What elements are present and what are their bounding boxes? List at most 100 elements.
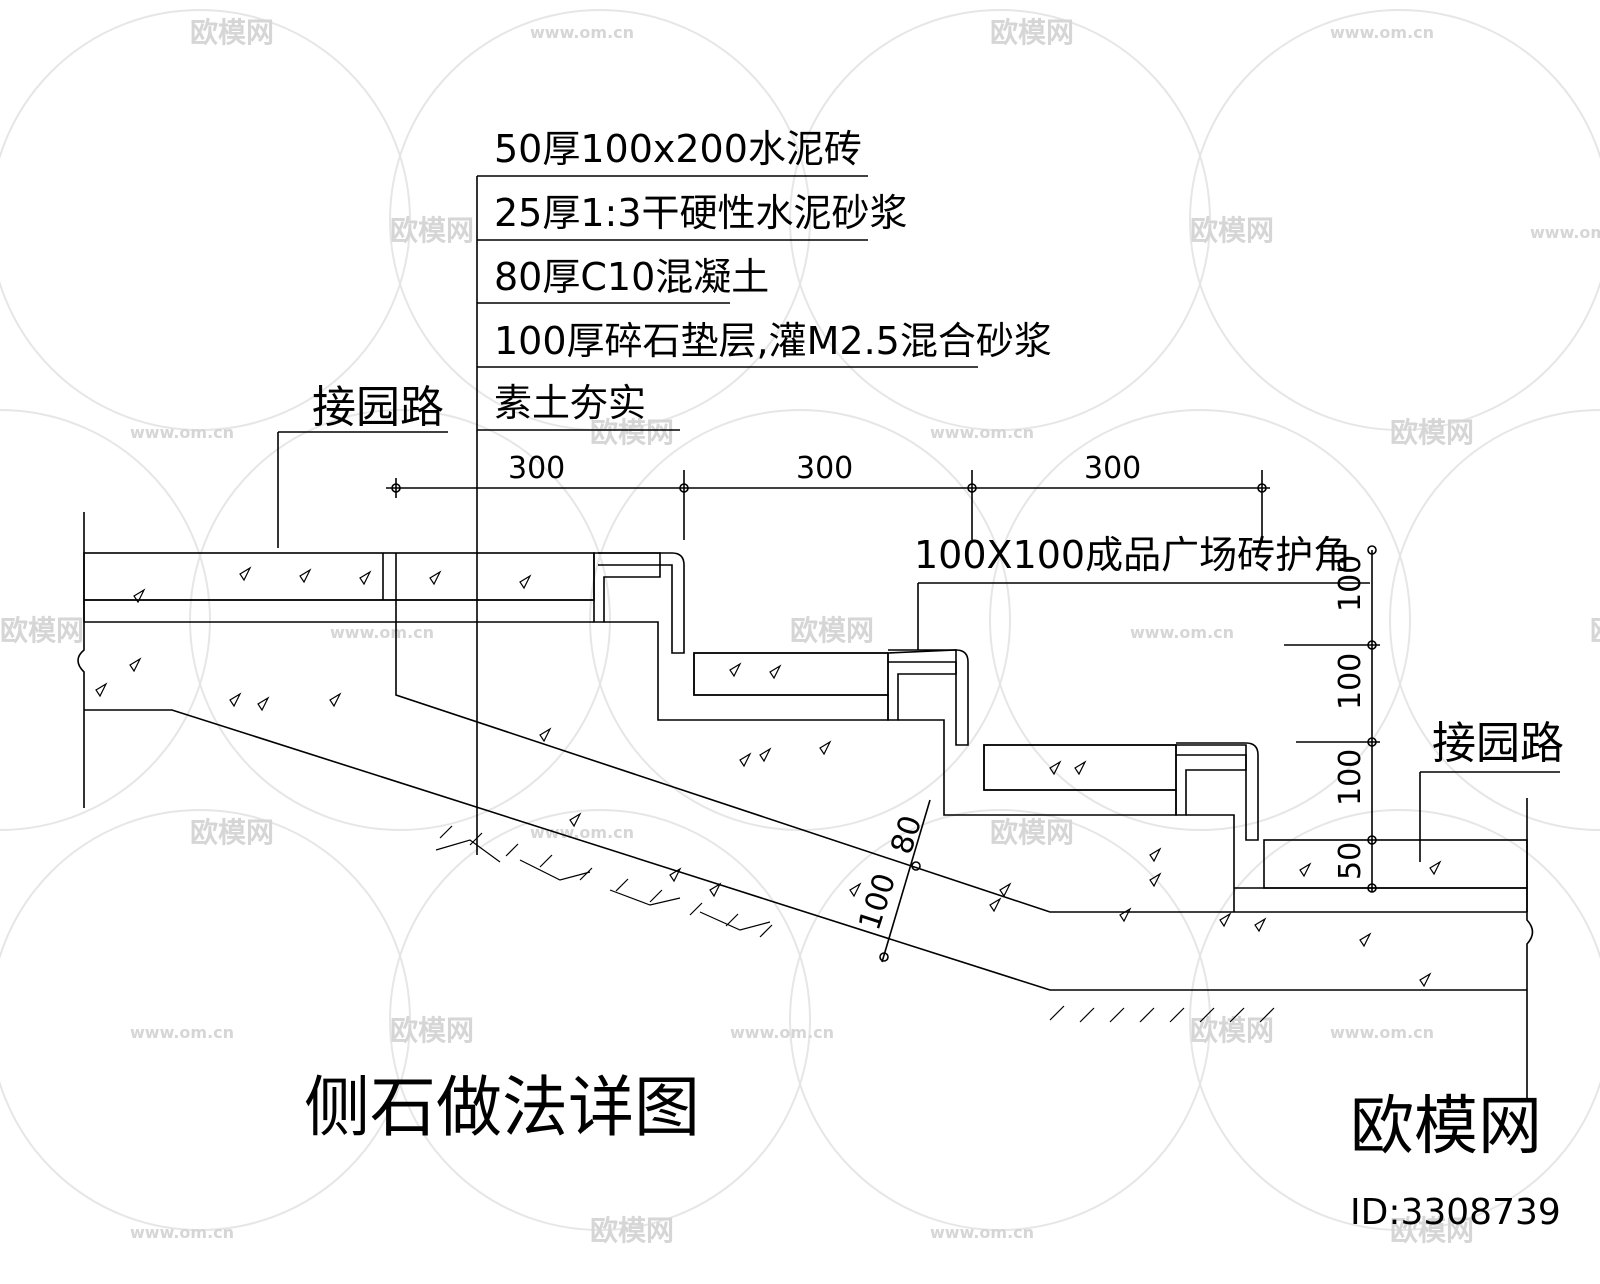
brand-logo: 欧模网 <box>1350 1090 1542 1164</box>
watermark-url: www.om.cn <box>930 423 1034 442</box>
gravel-top-line <box>395 600 1527 913</box>
watermark-ring <box>189 409 611 831</box>
svg-text:接园路: 接园路 <box>312 382 444 433</box>
dim-slope-2: 100 <box>852 869 903 934</box>
dim-v-1: 100 <box>1333 555 1368 612</box>
right-mortar-layer <box>1234 887 1528 912</box>
aggregate-triangle <box>1049 760 1062 776</box>
step2-corner-piece <box>887 649 957 721</box>
aggregate-triangle <box>133 588 146 604</box>
road-label-left: 接园路 <box>277 382 448 548</box>
drawing-title: 侧石做法详图 <box>304 1069 700 1146</box>
watermark-url: www.om.cn <box>330 623 434 642</box>
svg-text:接园路: 接园路 <box>1432 718 1564 769</box>
aggregate-triangle <box>1149 847 1162 863</box>
slope-dimensions: 80 100 <box>852 799 931 963</box>
watermark-brand: 欧模网 <box>190 16 274 49</box>
watermark-brand: 欧模网 <box>1390 416 1474 449</box>
aggregate-triangle <box>739 752 752 768</box>
aggregate-triangle <box>1299 862 1312 878</box>
aggregate-triangle <box>669 867 682 883</box>
watermark-url: www.om.cn <box>1330 1023 1434 1042</box>
watermark-url: www.om.cn <box>130 1223 234 1242</box>
watermark-ring <box>1189 9 1600 431</box>
watermark-ring <box>0 809 411 1231</box>
layer-callout: 50厚100x200水泥砖 25厚1:3干硬性水泥砂浆 80厚C10混凝土 10… <box>476 127 1052 855</box>
model-id: ID:3308739 <box>1350 1192 1561 1233</box>
watermark-brand: 欧模网 <box>390 1014 474 1047</box>
aggregate-triangle <box>569 812 582 828</box>
right-break-line <box>1526 798 1534 1098</box>
dim-v-3: 100 <box>1333 749 1368 806</box>
aggregate-triangle <box>1359 932 1372 948</box>
aggregate-triangle <box>1254 917 1267 933</box>
aggregate-triangle <box>989 897 1002 913</box>
aggregate-triangle <box>769 664 782 680</box>
layer-2-text: 25厚1:3干硬性水泥砂浆 <box>494 191 908 235</box>
road-label-right: 接园路 <box>1419 718 1564 862</box>
aggregate-triangle <box>229 692 242 708</box>
left-paving-slab <box>83 552 595 601</box>
aggregate-triangle <box>429 570 442 586</box>
watermark-brand: 欧模网 <box>190 816 274 849</box>
aggregate-triangle <box>999 882 1012 898</box>
aggregate-triangle <box>729 662 742 678</box>
aggregate-triangle <box>819 740 832 756</box>
aggregate-triangle <box>329 692 342 708</box>
left-break-line <box>77 512 85 808</box>
watermark-ring <box>1389 409 1600 831</box>
step3-paving <box>983 744 1177 791</box>
dim-h-2: 300 <box>796 451 853 486</box>
dim-v-2: 100 <box>1333 653 1368 710</box>
watermark-url: www.om.cn <box>1130 623 1234 642</box>
dim-h-1: 300 <box>508 451 565 486</box>
watermark-ring <box>789 9 1211 431</box>
watermark-brand: 欧模网 <box>390 214 474 247</box>
watermark-ring <box>0 409 211 831</box>
watermark-ring <box>0 9 411 431</box>
watermark-brand: 欧模网 <box>1590 614 1600 647</box>
watermark-url: www.om.cn <box>1530 223 1600 242</box>
watermark-brand: 欧模网 <box>1190 214 1274 247</box>
watermark-url: www.om.cn <box>530 23 634 42</box>
step1-corner-piece <box>593 552 661 623</box>
watermark-ring <box>989 409 1411 831</box>
aggregate-triangle <box>519 574 532 590</box>
left-mortar-layer <box>83 600 594 623</box>
step2-paving <box>693 652 889 696</box>
aggregate-triangle <box>257 696 270 712</box>
dim-v-4: 50 <box>1333 842 1368 880</box>
aggregate-triangle <box>1219 912 1232 928</box>
watermark-ring <box>1189 809 1600 1231</box>
aggregate-triangle <box>1149 872 1162 888</box>
watermark-brand: 欧模网 <box>0 614 84 647</box>
aggregate-triangle <box>849 882 862 898</box>
watermark-ring <box>789 809 1211 1231</box>
dim-h-3: 300 <box>1084 451 1141 486</box>
aggregate-triangle <box>539 727 552 743</box>
aggregate-triangle <box>1419 972 1432 988</box>
watermark-brand: 欧模网 <box>1390 1214 1474 1247</box>
watermark-brand: 欧模网 <box>790 614 874 647</box>
layer-3-text: 80厚C10混凝土 <box>494 255 769 299</box>
watermark-brand: 欧模网 <box>590 1214 674 1247</box>
watermark-brand: 欧模网 <box>990 816 1074 849</box>
aggregate-triangle <box>359 570 372 586</box>
layer-1-text: 50厚100x200水泥砖 <box>494 127 862 171</box>
aggregate-triangle <box>239 566 252 582</box>
concrete-base-bottom <box>84 709 1527 991</box>
watermark-brand: 欧模网 <box>990 16 1074 49</box>
aggregate-triangle <box>1429 860 1442 876</box>
watermark-url: www.om.cn <box>930 1223 1034 1242</box>
watermark-url: www.om.cn <box>530 823 634 842</box>
corner-guard-label: 100X100成品广场砖护角 <box>914 533 1370 650</box>
aggregate-triangle <box>759 747 772 763</box>
layer-5-text: 素土夯实 <box>494 381 646 425</box>
aggregate-triangle <box>95 682 108 698</box>
svg-text:100X100成品广场砖护角: 100X100成品广场砖护角 <box>914 533 1351 577</box>
aggregate-triangle <box>299 568 312 584</box>
aggregate-triangle <box>129 657 142 673</box>
section-structure <box>77 512 1534 1098</box>
